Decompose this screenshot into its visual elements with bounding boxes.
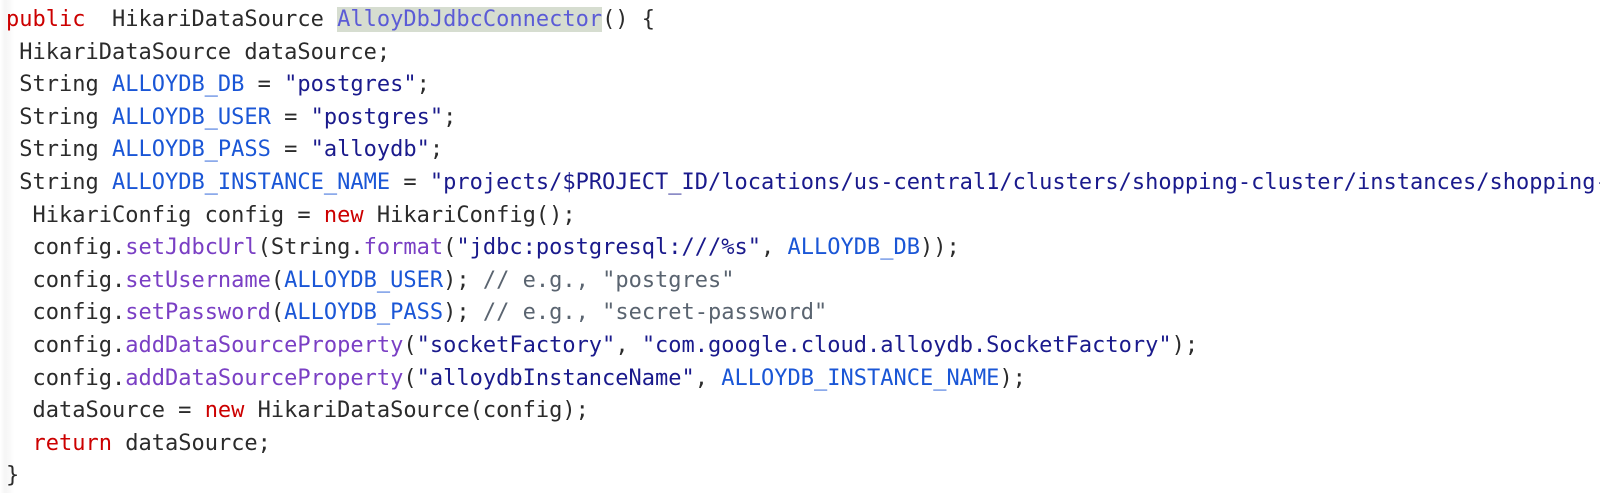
code-token-plain: config.	[6, 267, 126, 293]
code-token-kw: public	[6, 7, 86, 32]
code-token-var: ALLOYDB_USER	[111, 104, 271, 130]
code-token-plain: HikariConfig();	[363, 202, 576, 228]
code-token-punct: ;	[429, 137, 444, 163]
code-token-plain: config.	[6, 300, 126, 326]
code-token-method: setPassword	[125, 300, 271, 326]
code-token-kw: new	[323, 202, 364, 228]
code-token-var: ALLOYDB_DB	[111, 72, 245, 98]
code-line: config.addDataSourceProperty("alloydbIns…	[0, 363, 1600, 396]
code-token-var: ALLOYDB_DB	[787, 235, 920, 261]
code-token-plain: config.	[6, 235, 126, 261]
code-token-kw: return	[32, 430, 112, 456]
code-token-comment: // e.g., "postgres"	[482, 267, 735, 293]
code-token-punct: ;	[443, 104, 457, 130]
code-token-plain: HikariDataSource(config);	[244, 398, 589, 424]
code-token-punct: (	[270, 267, 285, 293]
code-token-plain: =	[270, 104, 311, 130]
code-token-str: "jdbc:postgresql:///%s"	[456, 235, 762, 261]
code-line: String ALLOYDB_INSTANCE_NAME = "projects…	[0, 167, 1600, 200]
code-token-plain: =	[390, 169, 430, 195]
code-token-plain: config.	[6, 365, 126, 391]
code-token-method: format	[363, 235, 444, 261]
code-token-punct: (	[270, 300, 285, 326]
code-token-plain: dataSource;	[111, 430, 271, 456]
code-token-str: "com.google.cloud.alloydb.SocketFactory"	[641, 332, 1172, 358]
code-token-plain: ,	[694, 365, 722, 391]
code-token-punct: );	[999, 365, 1026, 391]
code-token-var: ALLOYDB_INSTANCE_NAME	[721, 365, 1000, 391]
code-token-str: "socketFactory"	[416, 332, 616, 358]
code-token-var: ALLOYDB_PASS	[284, 300, 444, 326]
code-line: String ALLOYDB_USER = "postgres";	[0, 102, 1600, 135]
code-token-comment: // e.g., "secret-password"	[482, 300, 828, 326]
code-token-punct: ));	[919, 235, 960, 261]
code-line: HikariDataSource dataSource;	[0, 37, 1600, 70]
code-token-plain: HikariConfig config =	[6, 202, 324, 228]
code-token-str: "projects/$PROJECT_ID/locations/us-centr…	[429, 169, 1600, 195]
code-token-plain: config.	[6, 332, 126, 358]
code-token-var: ALLOYDB_PASS	[111, 137, 271, 163]
code-token-plain: (String.	[257, 235, 364, 261]
code-line: config.setPassword(ALLOYDB_PASS); // e.g…	[0, 297, 1600, 330]
code-token-var: ALLOYDB_USER	[284, 267, 444, 293]
code-token-plain: String	[6, 104, 112, 130]
code-token-punct: (	[403, 332, 417, 358]
code-line: config.addDataSourceProperty("socketFact…	[0, 330, 1600, 363]
code-token-punct: }	[6, 463, 20, 489]
code-token-str: "postgres"	[310, 104, 444, 130]
code-token-punct: ;	[416, 72, 430, 98]
code-line: return dataSource;	[0, 428, 1600, 461]
code-token-str: "alloydbInstanceName"	[416, 365, 695, 391]
code-token-plain: =	[270, 137, 311, 163]
code-token-method: addDataSourceProperty	[125, 332, 404, 358]
code-token-method: addDataSourceProperty	[125, 365, 404, 391]
code-line: }	[0, 460, 1600, 493]
code-line: dataSource = new HikariDataSource(config…	[0, 395, 1600, 428]
code-token-method: setJdbcUrl	[125, 235, 258, 261]
code-token-plain: String	[6, 72, 112, 98]
code-line: config.setUsername(ALLOYDB_USER); // e.g…	[0, 265, 1600, 298]
code-token-punct: () {	[602, 7, 656, 32]
code-token-declname: AlloyDbJdbcConnector	[337, 7, 603, 32]
code-token-method: setUsername	[125, 267, 271, 293]
code-token-punct: );	[443, 267, 483, 293]
code-token-plain: String	[6, 169, 112, 195]
code-token-plain: ,	[761, 235, 788, 261]
code-token-plain: dataSource =	[6, 398, 205, 424]
code-token-punct: );	[1171, 332, 1199, 358]
code-token-plain	[6, 431, 33, 456]
code-token-punct: (	[403, 365, 417, 391]
code-line: String ALLOYDB_PASS = "alloydb";	[0, 134, 1600, 167]
code-token-str: "postgres"	[284, 72, 417, 98]
code-line: HikariConfig config = new HikariConfig()…	[0, 200, 1600, 233]
code-token-str: "alloydb"	[310, 137, 430, 163]
code-token-plain: HikariDataSource dataSource;	[6, 39, 391, 65]
code-token-kw: new	[204, 398, 245, 424]
code-token-plain	[85, 7, 112, 32]
code-token-plain: =	[244, 72, 285, 98]
code-line: config.setJdbcUrl(String.format("jdbc:po…	[0, 232, 1600, 265]
code-line: String ALLOYDB_DB = "postgres";	[0, 69, 1600, 102]
code-lines-container: public HikariDataSource AlloyDbJdbcConne…	[0, 4, 1600, 493]
code-line: public HikariDataSource AlloyDbJdbcConne…	[0, 4, 1600, 37]
code-token-plain: String	[6, 137, 112, 163]
code-token-punct: );	[443, 300, 483, 326]
code-token-var: ALLOYDB_INSTANCE_NAME	[111, 169, 391, 195]
code-token-plain: HikariDataSource	[111, 7, 338, 32]
code-token-plain: ,	[615, 332, 642, 358]
code-token-punct: (	[443, 235, 457, 261]
